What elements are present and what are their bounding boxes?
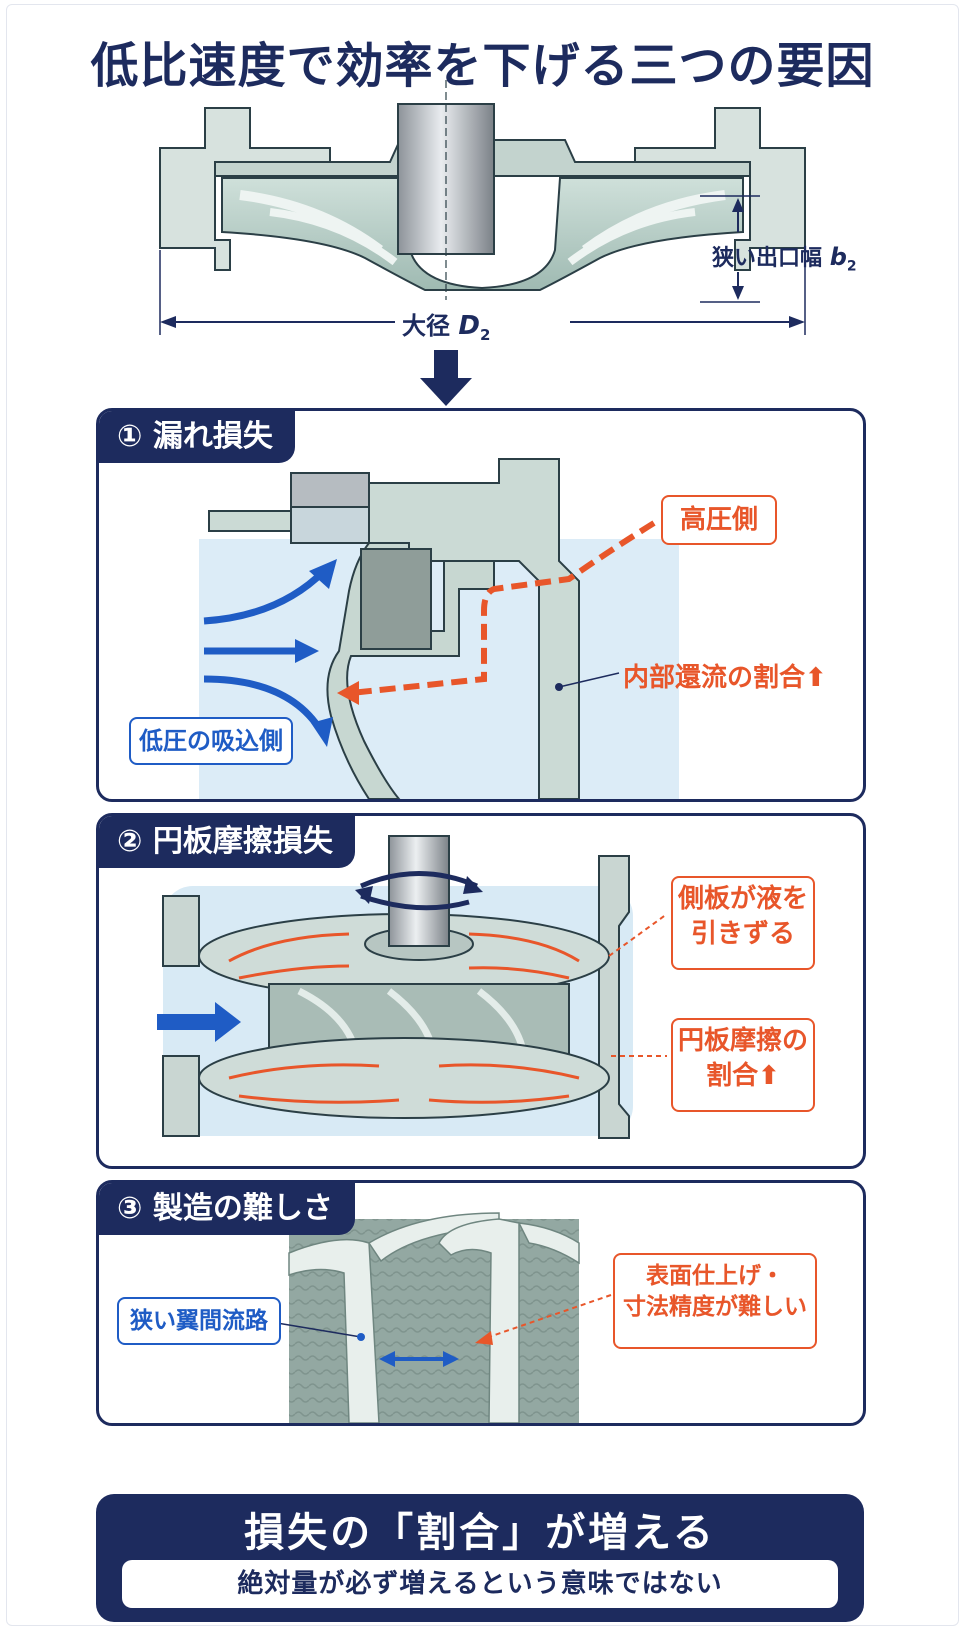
- narrow-passage-label: 狭い翼間流路: [117, 1297, 281, 1345]
- conclusion-note: 絶対量が必ず増えるという意味ではない: [122, 1560, 838, 1608]
- page-frame: [6, 4, 959, 1626]
- panel-tag-disk-friction: ② 円板摩擦損失: [99, 816, 355, 868]
- disk-friction-ratio-label: 円板摩擦の割合⬆: [671, 1018, 815, 1112]
- panel-manufacturing-difficulty: ③ 製造の難しさ 狭い翼間流路 表面仕上げ・寸法精度が難しい: [96, 1180, 866, 1426]
- high-pressure-label: 高圧側: [661, 495, 777, 545]
- outlet-width-label: 狭い出口幅 b2: [712, 243, 857, 275]
- panel-leakage-loss: ① 漏れ損失 高圧側 内部還流の割合⬆ 低圧の吸込側: [96, 408, 866, 802]
- recirculation-label: 内部還流の割合⬆: [623, 663, 827, 693]
- surface-finish-label: 表面仕上げ・寸法精度が難しい: [613, 1253, 817, 1349]
- conclusion-headline: 損失の「割合」が増える: [244, 1510, 716, 1556]
- pump-cross-section: [159, 80, 806, 406]
- vane-passage-diagram: [276, 1212, 612, 1423]
- side-plate-drag-label: 側板が液を引きずる: [671, 876, 815, 970]
- disk-friction-diagram: [157, 835, 668, 1139]
- leakage-diagram: [199, 458, 679, 799]
- low-pressure-label: 低圧の吸込側: [129, 717, 293, 765]
- page-title: 低比速度で効率を下げる三つの要因: [90, 38, 875, 94]
- panel-tag-manufacturing: ③ 製造の難しさ: [99, 1183, 355, 1235]
- diameter-label: 大径 D2: [402, 311, 491, 344]
- panel-disk-friction-loss: ② 円板摩擦損失 側板が液を引きずる 円板摩擦の割合⬆: [96, 813, 866, 1169]
- panel-tag-leakage: ① 漏れ損失: [99, 411, 295, 463]
- conclusion-banner: 損失の「割合」が増える 絶対量が必ず増えるという意味ではない: [96, 1494, 864, 1622]
